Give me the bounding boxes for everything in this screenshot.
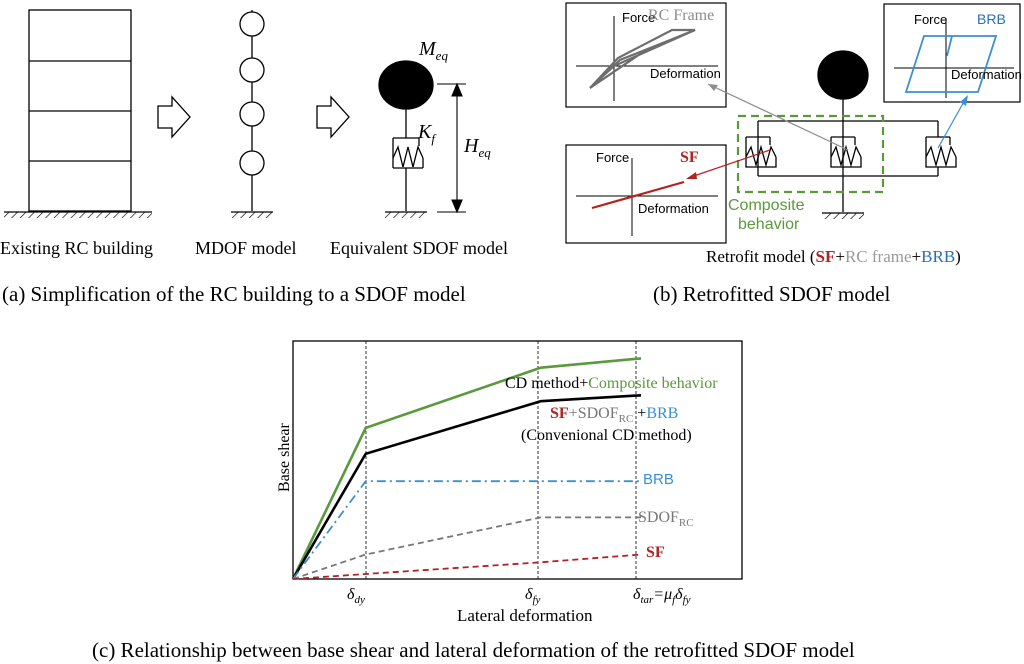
sdof-model-icon [378,60,434,211]
mass-label: Meq [418,38,448,63]
arrow-icon [157,95,191,139]
tick-dy: δdy [347,586,365,606]
plot-frame [292,340,743,580]
ground-hatch [4,211,152,218]
composite-label-line2: behavior [738,216,800,233]
panel-a: Meq Kf Heq Existing RC building MDOF mod… [0,9,508,306]
mdof-model-icon [239,10,265,211]
conventional-note-label: (Convenional CD method) [521,427,692,444]
legend-sf-label: SF [646,544,665,561]
brb-inset: Force BRB Deformation [883,3,1022,103]
height-dimension [437,82,466,214]
deformation-label: Deformation [951,67,1022,82]
panel-c: CD method+Composite behavior SF+SDOFRC +… [92,340,855,662]
series-line-2 [292,480,641,580]
force-label: Force [914,12,947,27]
deformation-label: Deformation [638,201,709,216]
caption-b: (b) Retrofitted SDOF model [653,282,891,306]
ground-hatch [822,212,864,219]
arrow-icon [316,95,350,139]
rc-frame-inset: Force RC Frame Deformation [565,2,727,108]
x-axis-label: Lateral deformation [457,606,593,625]
force-label: Force [596,150,629,165]
tick-fy: δfy [525,586,540,606]
legend-brb-label: BRB [643,471,674,488]
series-line-0 [291,357,642,580]
connector-lines [686,83,968,179]
y-axis-label: Base shear [276,422,293,492]
caption-c: (c) Relationship between base shear and … [92,638,855,662]
rc-frame-label: RC Frame [648,7,714,24]
tick-tar: δtar=μfδfy [633,586,691,606]
conventional-sum-label: SF+SDOFRC +BRB [550,405,678,425]
series-line-1 [291,394,642,580]
caption-a: (a) Simplification of the RC building to… [2,282,466,306]
rc-building-icon [28,9,132,212]
composite-box [736,114,885,194]
sf-inset: Force SF Deformation [565,144,727,244]
stiffness-label: Kf [417,121,437,146]
retrofit-model-label: Retrofit model (SF+RC frame+BRB) [706,247,961,266]
height-label: Heq [463,135,491,160]
sdof-label: Equivalent SDOF model [330,238,508,258]
sf-label: SF [680,149,699,166]
retrofit-model-icon [745,50,957,212]
existing-building-label: Existing RC building [0,238,153,258]
series-layer [291,357,642,580]
force-label: Force [622,10,655,25]
composite-label-line1: Composite [728,197,805,214]
legend-sdof-label: SDOFRC [638,509,694,529]
ground-hatch [385,211,427,218]
mdof-label: MDOF model [195,238,297,258]
cd-composite-label: CD method+Composite behavior [505,375,718,392]
brb-label: BRB [977,11,1006,27]
deformation-label: Deformation [650,66,721,81]
ground-hatch [231,211,273,218]
series-line-3 [292,516,641,580]
panel-b: Force RC Frame Deformation Force BRB Def… [565,2,1022,306]
series-line-4 [292,553,642,580]
